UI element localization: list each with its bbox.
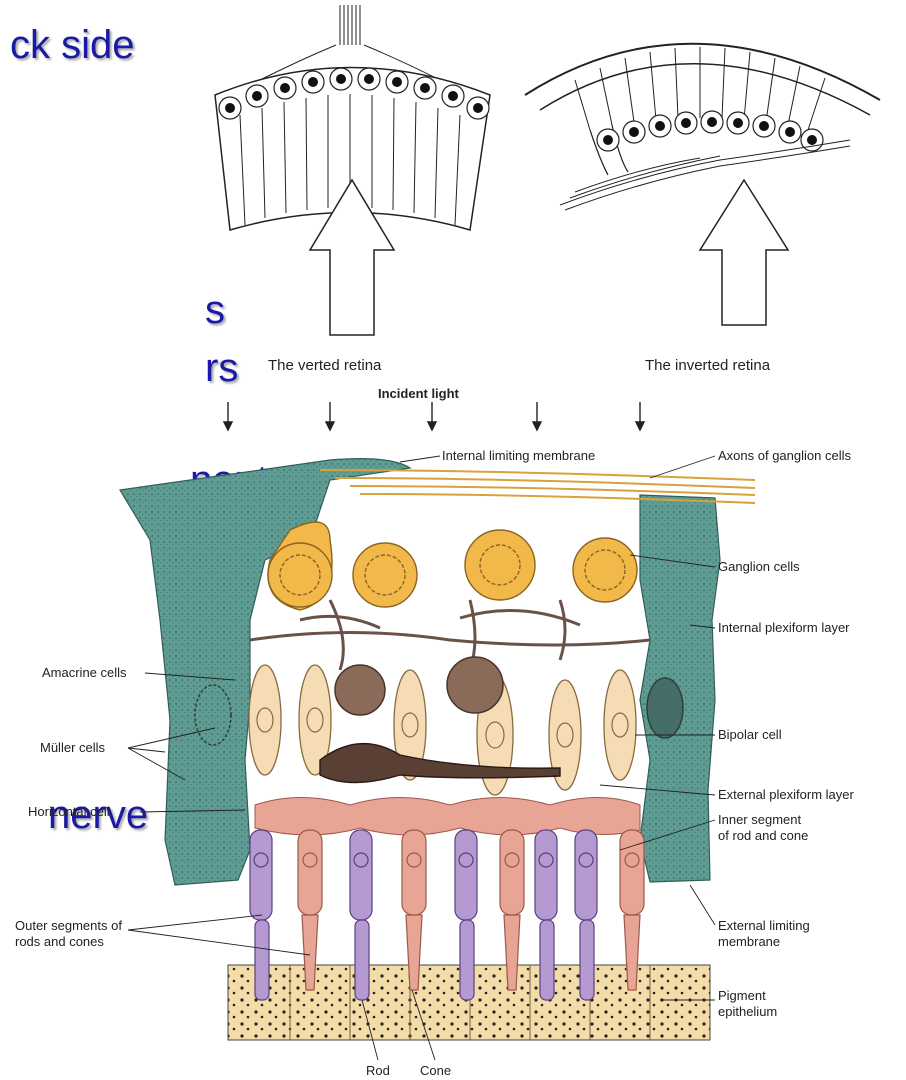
incident-light-arrows <box>224 402 644 430</box>
label-inner-segment-1: Inner segment <box>718 812 801 827</box>
label-internal-limiting-membrane: Internal limiting membrane <box>442 448 595 463</box>
label-internal-plexiform-layer: Internal plexiform layer <box>718 620 850 635</box>
incident-light-label: Incident light <box>378 386 460 401</box>
label-pigment-1: Pigment <box>718 988 766 1003</box>
label-outer-segments-1: Outer segments of <box>15 918 122 933</box>
label-bipolar-cell: Bipolar cell <box>718 727 782 742</box>
label-cone: Cone <box>420 1063 451 1078</box>
label-outer-segments-2: rods and cones <box>15 934 104 949</box>
label-axons-of-ganglion-cells: Axons of ganglion cells <box>718 448 851 463</box>
label-external-limiting-2: membrane <box>718 934 780 949</box>
label-pigment-2: epithelium <box>718 1004 777 1019</box>
verted-retina-schematic <box>215 5 490 335</box>
retina-cross-section <box>120 459 755 1040</box>
caption-verted-retina: The verted retina <box>268 357 382 374</box>
label-ganglion-cells: Ganglion cells <box>718 559 800 574</box>
label-muller-cells: Müller cells <box>40 740 106 755</box>
label-inner-segment-2: of rod and cone <box>718 828 808 843</box>
label-horizontal-cell: Horizontal cell <box>28 804 110 819</box>
caption-inverted-retina: The inverted retina <box>645 357 771 374</box>
label-amacrine-cells: Amacrine cells <box>42 665 127 680</box>
label-external-plexiform-layer: External plexiform layer <box>718 787 854 802</box>
inverted-retina-schematic <box>525 44 880 325</box>
label-rod: Rod <box>366 1063 390 1078</box>
label-external-limiting-1: External limiting <box>718 918 810 933</box>
